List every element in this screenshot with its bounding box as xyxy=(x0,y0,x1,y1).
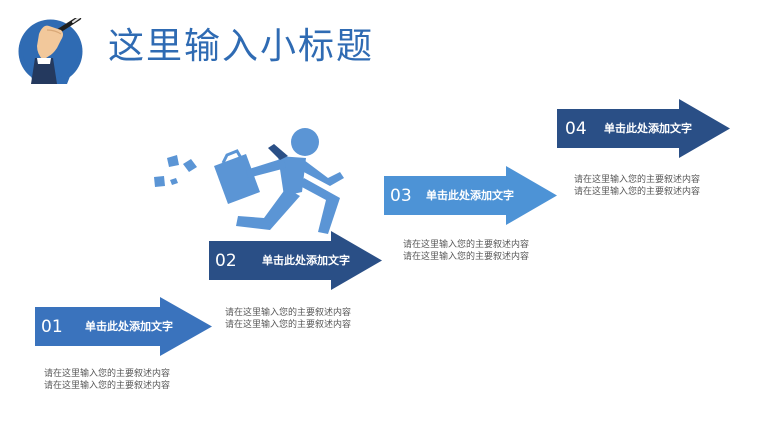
description-line: 请在这里输入您的主要叙述内容 xyxy=(225,308,352,318)
arrow-icon xyxy=(35,297,212,356)
page-title: 这里输入小标题 xyxy=(108,26,375,67)
step-04-description: 请在这里输入您的主要叙述内容 请在这里输入您的主要叙述内容 xyxy=(574,174,700,198)
step-02: 02 单击此处添加文字 xyxy=(209,231,382,290)
step-04: 04 单击此处添加文字 xyxy=(557,99,730,158)
description-line: 请在这里输入您的主要叙述内容 xyxy=(225,320,352,330)
description-line: 请在这里输入您的主要叙述内容 xyxy=(574,175,701,185)
step-03: 03 单击此处添加文字 xyxy=(384,166,557,225)
step-label: 单击此处添加文字 xyxy=(85,320,173,333)
hand-with-pen-icon xyxy=(17,15,84,85)
step-number: 04 xyxy=(565,119,587,139)
step-label: 单击此处添加文字 xyxy=(604,122,692,135)
description-line: 请在这里输入您的主要叙述内容 xyxy=(44,369,171,379)
step-number: 03 xyxy=(390,186,412,206)
arrow-icon xyxy=(384,166,557,225)
step-number: 01 xyxy=(41,317,63,337)
step-label: 单击此处添加文字 xyxy=(262,254,350,267)
description-line: 请在这里输入您的主要叙述内容 xyxy=(403,252,530,262)
description-line: 请在这里输入您的主要叙述内容 xyxy=(574,187,701,197)
step-03-description: 请在这里输入您的主要叙述内容 请在这里输入您的主要叙述内容 xyxy=(403,239,529,263)
step-01-description: 请在这里输入您的主要叙述内容 请在这里输入您的主要叙述内容 xyxy=(44,368,170,392)
step-label: 单击此处添加文字 xyxy=(426,189,514,202)
arrow-icon xyxy=(209,231,382,290)
arrow-icon xyxy=(557,99,730,158)
step-01: 01 单击此处添加文字 xyxy=(35,297,212,356)
step-02-description: 请在这里输入您的主要叙述内容 请在这里输入您的主要叙述内容 xyxy=(225,307,351,331)
step-number: 02 xyxy=(215,251,237,271)
running-businessman-icon xyxy=(150,122,350,242)
description-line: 请在这里输入您的主要叙述内容 xyxy=(44,381,171,391)
description-line: 请在这里输入您的主要叙述内容 xyxy=(403,240,530,250)
